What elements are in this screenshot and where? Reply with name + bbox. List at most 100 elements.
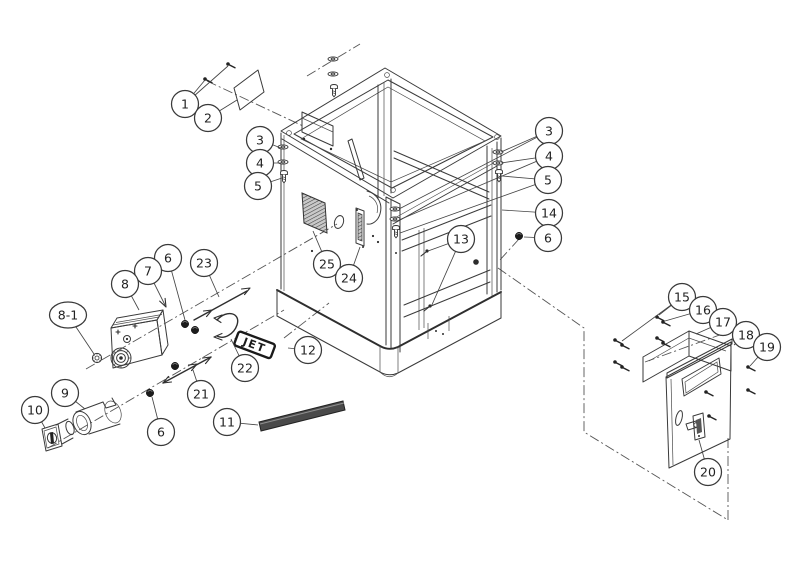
- callout-5: 5: [243, 171, 283, 201]
- callout-balloon: [48, 301, 88, 329]
- callout-number: 5: [254, 179, 262, 194]
- carriage-bolt: [473, 259, 479, 265]
- bottom-rail: [403, 269, 491, 318]
- wire-21: [162, 356, 212, 384]
- power-socket: [41, 418, 75, 452]
- callout-number: 17: [715, 315, 731, 330]
- callout-19: 19: [749, 332, 782, 367]
- callout-20: 20: [693, 439, 723, 487]
- leader-7-arrow: [159, 297, 167, 308]
- callout-8-1: 8-1: [48, 301, 95, 355]
- interior-brace: [347, 138, 365, 181]
- callout-2: 2: [193, 99, 238, 133]
- callout-number: 9: [61, 386, 69, 401]
- callout-balloon: [243, 171, 273, 201]
- callout-number: 11: [219, 415, 235, 430]
- callout-number: 23: [196, 256, 212, 271]
- callout-10: 10: [20, 395, 50, 429]
- callout-number: 5: [544, 173, 552, 188]
- callout-balloon: [50, 378, 80, 408]
- callout-number: 4: [256, 156, 264, 171]
- callout-4: 4: [398, 141, 564, 221]
- fastener-hardware: [145, 56, 524, 398]
- callout-17: 17: [695, 307, 738, 337]
- base-skirt: [276, 289, 502, 378]
- right-corner-post: [473, 137, 502, 296]
- callout-21: 21: [186, 369, 216, 409]
- callout-1: 1: [170, 65, 229, 119]
- callout-balloon: [533, 223, 563, 253]
- knurled-boss: [110, 347, 132, 369]
- callout-balloon: [20, 395, 50, 425]
- callout-number: 16: [695, 303, 711, 318]
- switch-box: [110, 309, 169, 369]
- callout-number: 18: [738, 328, 754, 343]
- callout-number: 21: [193, 387, 209, 402]
- callout-11: 11: [212, 407, 259, 437]
- callout-balloon: [193, 103, 223, 133]
- callout-balloon: [334, 263, 364, 293]
- panel-screws-13: [420, 249, 432, 312]
- callout-5: 5: [399, 165, 563, 234]
- callout-number: 3: [545, 124, 553, 139]
- callout-number: 6: [164, 251, 172, 266]
- washer-screw-stack-left: [277, 144, 289, 184]
- interior-rail-upper: [393, 150, 490, 200]
- callout-balloon: [212, 407, 242, 437]
- foam-strip: [258, 400, 346, 432]
- cabinet-interior: [301, 78, 490, 330]
- callout-balloon: [230, 353, 260, 383]
- callout-number: 6: [157, 425, 165, 440]
- callout-number: 24: [341, 271, 357, 286]
- hex-nut: [514, 231, 524, 241]
- callout-number: 22: [237, 361, 253, 376]
- callout-balloon: [312, 249, 342, 279]
- cover-plate: [233, 69, 265, 111]
- callout-balloon: [731, 320, 761, 350]
- door-latch: [685, 412, 706, 441]
- callout-balloon: [293, 335, 323, 365]
- wire-22: [213, 312, 239, 341]
- callout-balloon: [133, 256, 163, 286]
- callout-number: 25: [319, 257, 335, 272]
- callout-22: 22: [230, 338, 260, 383]
- callout-balloon: [153, 243, 183, 273]
- callout-number: 13: [453, 232, 469, 247]
- callout-6: 6: [146, 396, 176, 447]
- hex-nut: [190, 325, 200, 335]
- door-panel: [665, 341, 732, 469]
- callout-balloon: [146, 417, 176, 447]
- callout-number: 12: [300, 343, 316, 358]
- flange-hole: [286, 130, 292, 136]
- callout-24: 24: [334, 246, 364, 293]
- key-slot: [50, 432, 54, 444]
- callout-18: 18: [731, 320, 761, 350]
- callout-8: 8: [110, 269, 140, 311]
- callout-number: 14: [541, 206, 557, 221]
- wire-23: [193, 287, 251, 321]
- callout-15: 15: [621, 282, 697, 342]
- hex-nut: [170, 361, 180, 371]
- strain-relief-sleeve: [72, 397, 122, 436]
- callout-13: 13: [427, 224, 476, 308]
- callout-balloon: [708, 307, 738, 337]
- callout-balloon: [170, 89, 200, 119]
- cabinet-body: [276, 67, 502, 378]
- callout-balloon: [110, 269, 140, 299]
- callout-9: 9: [50, 378, 86, 410]
- hex-nut: [145, 388, 155, 398]
- callout-number: 10: [27, 403, 43, 418]
- callout-number: 2: [204, 111, 212, 126]
- mid-rail: [401, 204, 492, 252]
- callout-balloon: [189, 248, 219, 278]
- callout-balloon: [693, 457, 723, 487]
- callout-16: 16: [664, 295, 718, 325]
- callout-number: 8: [121, 277, 129, 292]
- handle-cutout: [681, 357, 722, 397]
- callout-number: 8-1: [58, 308, 78, 323]
- hex-nut: [180, 319, 190, 329]
- callout-layer: 12345345146132524236788-1221221691011151…: [20, 65, 782, 487]
- callout-number: 7: [144, 264, 152, 279]
